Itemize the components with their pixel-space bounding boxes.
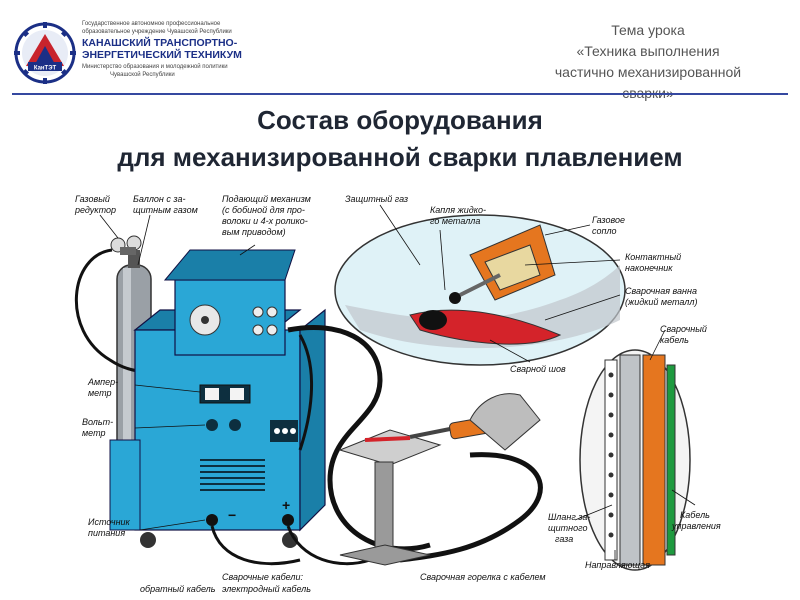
label-shield-gas: Защитный газ [345,194,408,204]
cable-cross-section [579,349,691,571]
label-voltmeter-1: Вольт- [82,417,113,427]
label-weld-pool-1: Сварочная ванна [625,286,697,296]
label-contact-tip-1: Контактный [625,252,681,262]
label-torch: Сварочная горелка с кабелем [420,572,546,582]
label-weld-cable-2: кабель [660,335,689,345]
slide-title-line2: для механизированной сварки плавлением [117,142,683,172]
label-electrode-cable: электродный кабель [222,584,311,594]
org-ministry-line2: Чувашской Республики [110,72,175,78]
label-guide: Направляющая [585,560,650,570]
label-nozzle-1: Газовое [592,215,625,225]
label-drop-2: го металла [430,216,480,226]
label-power-source-1: Источник [88,517,131,527]
label-gas-reducer-1: Газовый [75,194,110,204]
label-seam: Сварной шов [510,364,566,374]
label-voltmeter-2: метр [82,428,105,438]
label-gas-reducer-2: редуктор [74,205,116,215]
label-ammeter-1: Ампер- [87,377,118,387]
label-control-cable-2: управления [671,521,721,531]
label-ammeter-2: метр [88,388,111,398]
label-gas-hose-3: газа [555,534,573,544]
label-feeder-4: вым приводом) [222,227,286,237]
label-power-source-2: питания [88,528,125,538]
welding-equipment-diagram: − + [74,194,721,594]
label-weld-cable-1: Сварочный [660,324,707,334]
header-divider [12,93,788,95]
label-weld-pool-2: (жидкий металл) [625,297,697,307]
label-nozzle-2: сопло [592,226,617,236]
org-ministry-line1: Министерство образования и молодежной по… [82,64,228,70]
slide-title-line1: Состав оборудования [257,105,543,135]
college-logo: КанТЭТ [14,22,76,84]
svg-text:+: + [282,497,290,513]
wire-feeder [163,249,296,356]
weld-pool-zoom [334,214,626,366]
lesson-line3: частично механизированной [554,64,742,80]
label-return-cable: обратный кабель [140,584,216,594]
work-table [338,429,442,566]
org-line1: Государственное автономное профессиональ… [82,21,221,27]
label-feeder-3: волоки и 4-х ролико- [222,216,308,226]
label-contact-tip-2: наконечник [625,263,673,273]
org-name-line2: ЭНЕРГЕТИЧЕСКИЙ ТЕХНИКУМ [82,49,242,61]
label-weld-cables: Сварочные кабели: [222,572,303,582]
label-gas-cylinder-1: Баллон с за- [133,194,185,204]
svg-text:−: − [228,507,236,523]
label-gas-hose-2: щитного [548,523,587,533]
logo-text: КанТЭТ [34,66,57,72]
label-control-cable-1: Кабель [680,510,710,520]
lesson-topic: Тема урока «Техника выполнения частично … [518,20,778,104]
label-gas-hose-1: Шланг за- [548,512,590,522]
header: КанТЭТ Государственное автономное профес… [0,0,800,101]
lesson-line2: «Техника выполнения [576,43,720,59]
label-feeder-2: (с бобиной для про- [222,205,305,215]
welding-torch [409,393,541,451]
label-drop-1: Капля жидко- [430,205,486,215]
label-feeder-1: Подающий механизм [222,194,311,204]
org-name-line1: КАНАШСКИЙ ТРАНСПОРТНО- [82,37,238,49]
label-gas-cylinder-2: щитным газом [133,205,198,215]
lesson-line1: Тема урока [611,22,685,38]
org-line2: образовательное учреждение Чувашской Рес… [82,29,232,35]
